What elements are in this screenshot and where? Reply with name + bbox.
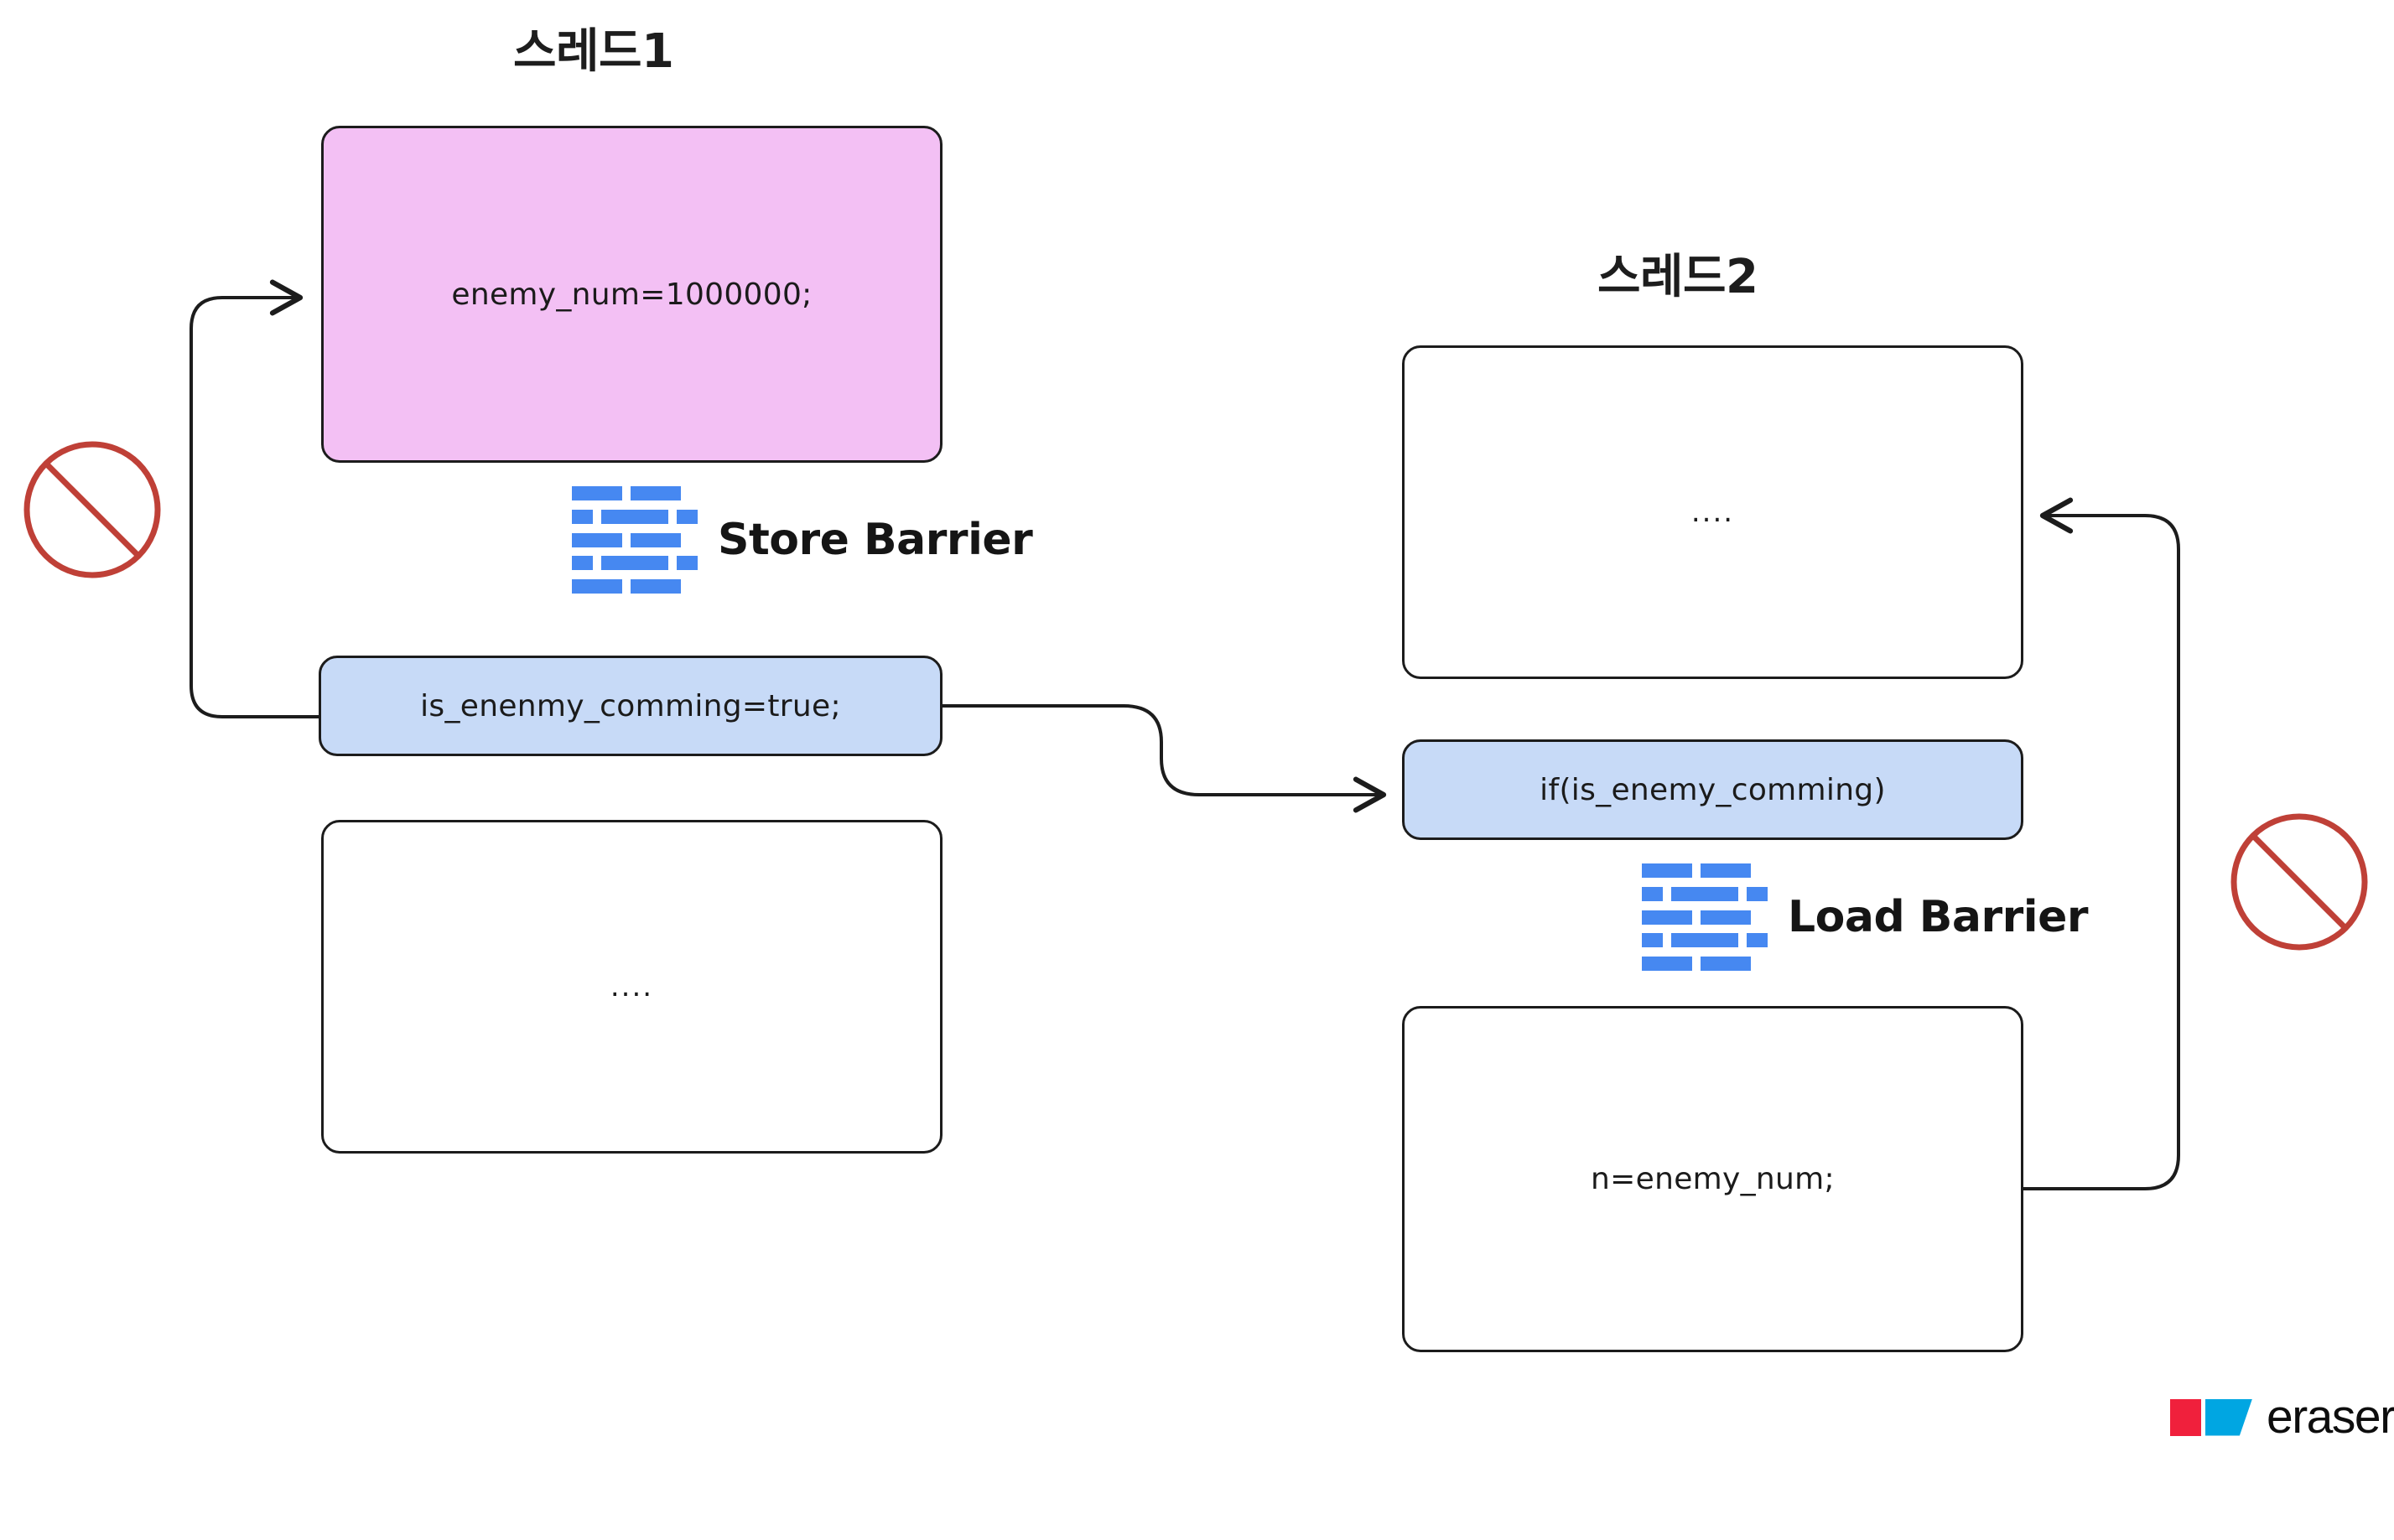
brick-row (1642, 910, 1758, 925)
node-thread2-ellipsis[interactable]: .... (1402, 345, 2023, 679)
brick-row (1642, 957, 1758, 971)
node-thread1-ellipsis-label: .... (610, 970, 654, 1003)
node-thread1-ellipsis[interactable]: .... (321, 820, 943, 1154)
brick-wall-icon (572, 486, 698, 594)
arrow-cross-thread (941, 704, 1387, 813)
node-if-enemy-comming[interactable]: if(is_enemy_comming) (1402, 739, 2023, 840)
load-barrier-label: Load Barrier (1788, 892, 2089, 942)
brick-row (572, 579, 688, 594)
brick-row (572, 509, 698, 524)
brick-row (572, 556, 698, 571)
node-if-enemy-comming-label: if(is_enemy_comming) (1540, 772, 1886, 807)
node-enemy-num-label: enemy_num=1000000; (451, 277, 813, 312)
node-is-enemy-comming[interactable]: is_enenmy_comming=true; (319, 656, 943, 756)
thread2-title: 스레드2 (1597, 250, 1758, 304)
brick-row (572, 532, 688, 547)
brick-wall-icon (1642, 863, 1768, 971)
eraser-logo-text: eraser (2267, 1390, 2394, 1444)
arrow-thread2-reorder (2022, 497, 2180, 1190)
node-is-enemy-comming-label: is_enenmy_comming=true; (420, 688, 841, 723)
eraser-logo: eraser (2170, 1393, 2394, 1441)
load-barrier-group: Load Barrier (1642, 863, 2089, 971)
node-n-enemy-num[interactable]: n=enemy_num; (1402, 1006, 2023, 1352)
no-reorder-icon-right (2230, 813, 2368, 951)
node-n-enemy-num-label: n=enemy_num; (1591, 1162, 1835, 1196)
thread1-title: 스레드1 (513, 24, 674, 79)
brick-row (572, 486, 688, 500)
brick-row (1642, 863, 1758, 878)
node-thread2-ellipsis-label: .... (1690, 495, 1735, 529)
node-enemy-num[interactable]: enemy_num=1000000; (321, 126, 943, 463)
brick-row (1642, 933, 1768, 948)
no-reorder-icon-left (23, 441, 161, 578)
store-barrier-label: Store Barrier (718, 515, 1033, 565)
arrow-thread1-reorder (190, 279, 320, 718)
store-barrier-group: Store Barrier (572, 486, 1033, 594)
brick-row (1642, 886, 1768, 901)
eraser-logo-mark-icon (2170, 1398, 2252, 1436)
